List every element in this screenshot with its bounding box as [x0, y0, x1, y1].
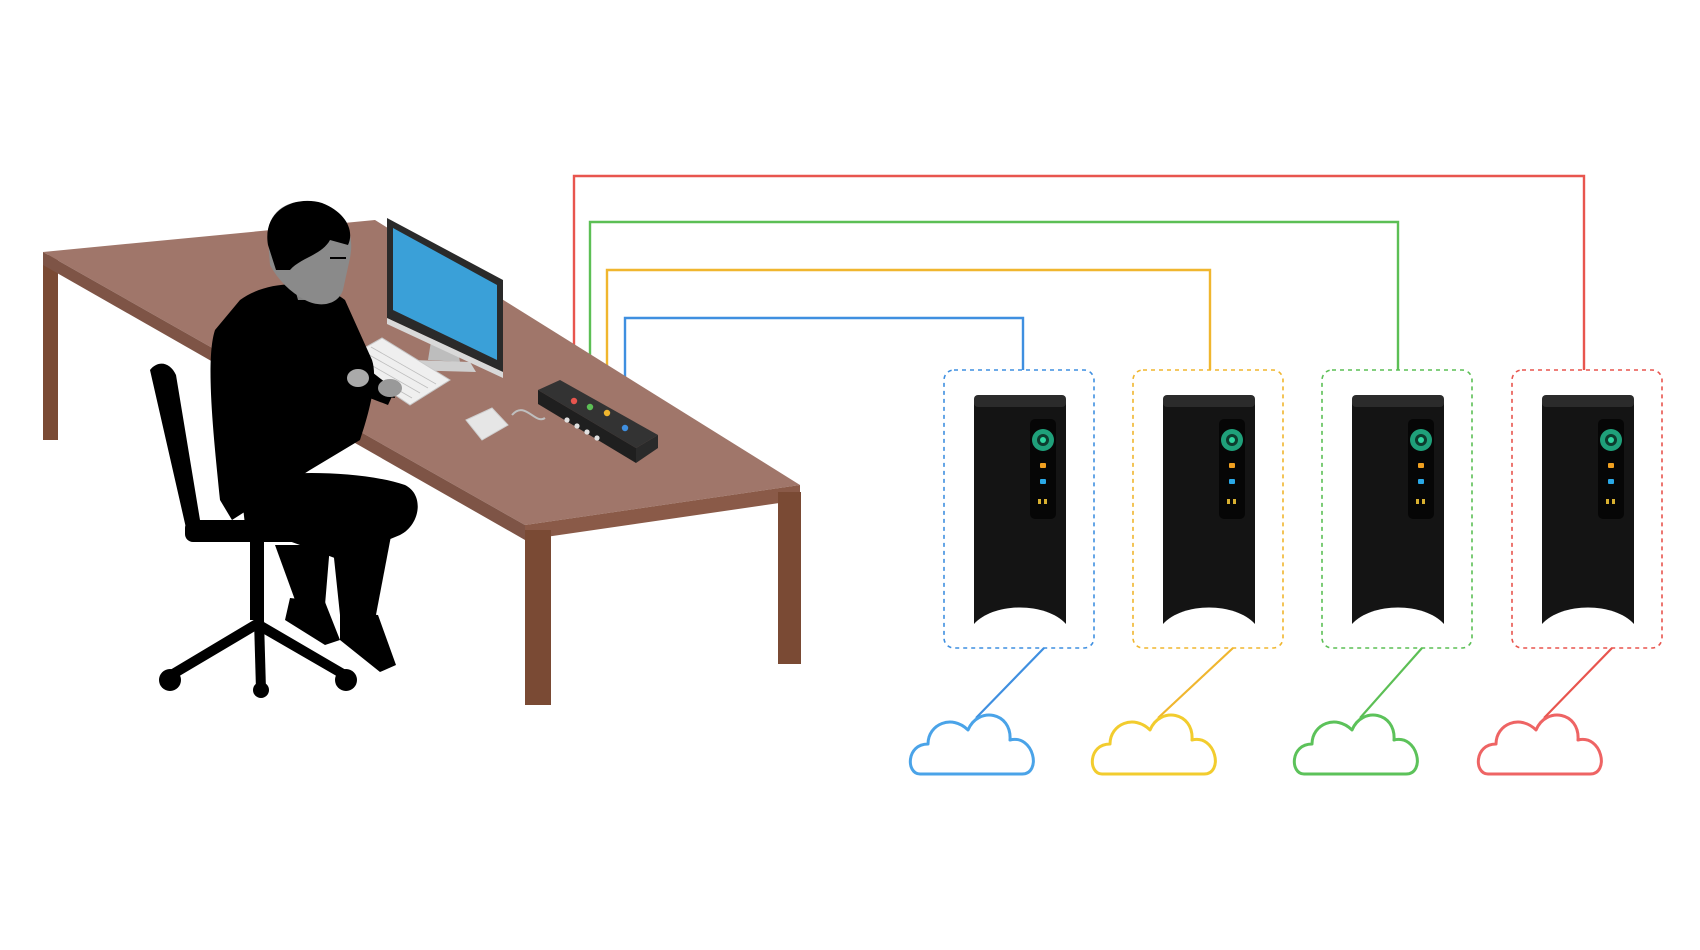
server-group [943, 369, 1663, 649]
cloud-icon [908, 713, 1035, 776]
server-3 [1321, 369, 1473, 649]
server-2 [1132, 369, 1284, 649]
cloud-icon [1476, 713, 1603, 776]
server-frame [943, 369, 1095, 649]
cloud-group [908, 647, 1613, 776]
connection-cables [572, 174, 1586, 417]
cloud-link [1543, 647, 1613, 719]
mouse-icon [465, 407, 546, 441]
server-tower-icon [1542, 395, 1634, 630]
cable-red [572, 174, 1586, 400]
cloud-icon [1090, 713, 1217, 776]
server-tower-icon [974, 395, 1066, 630]
cable-blue [623, 316, 1025, 417]
cable-yellow [605, 268, 1212, 410]
keyboard-icon [342, 337, 451, 406]
cloud-link [975, 647, 1045, 719]
server-frame [1321, 369, 1473, 649]
person-silhouette-icon [210, 200, 418, 672]
cable-green [588, 220, 1400, 405]
server-1 [943, 369, 1095, 649]
cloud-link [1359, 647, 1423, 719]
server-frame [1511, 369, 1663, 649]
server-4 [1511, 369, 1663, 649]
server-frame [1132, 369, 1284, 649]
server-tower-icon [1163, 395, 1255, 630]
server-tower-icon [1352, 395, 1444, 630]
cloud-icon [1292, 713, 1419, 776]
kvm-switch-icon [538, 380, 658, 463]
cloud-link [1157, 647, 1234, 719]
